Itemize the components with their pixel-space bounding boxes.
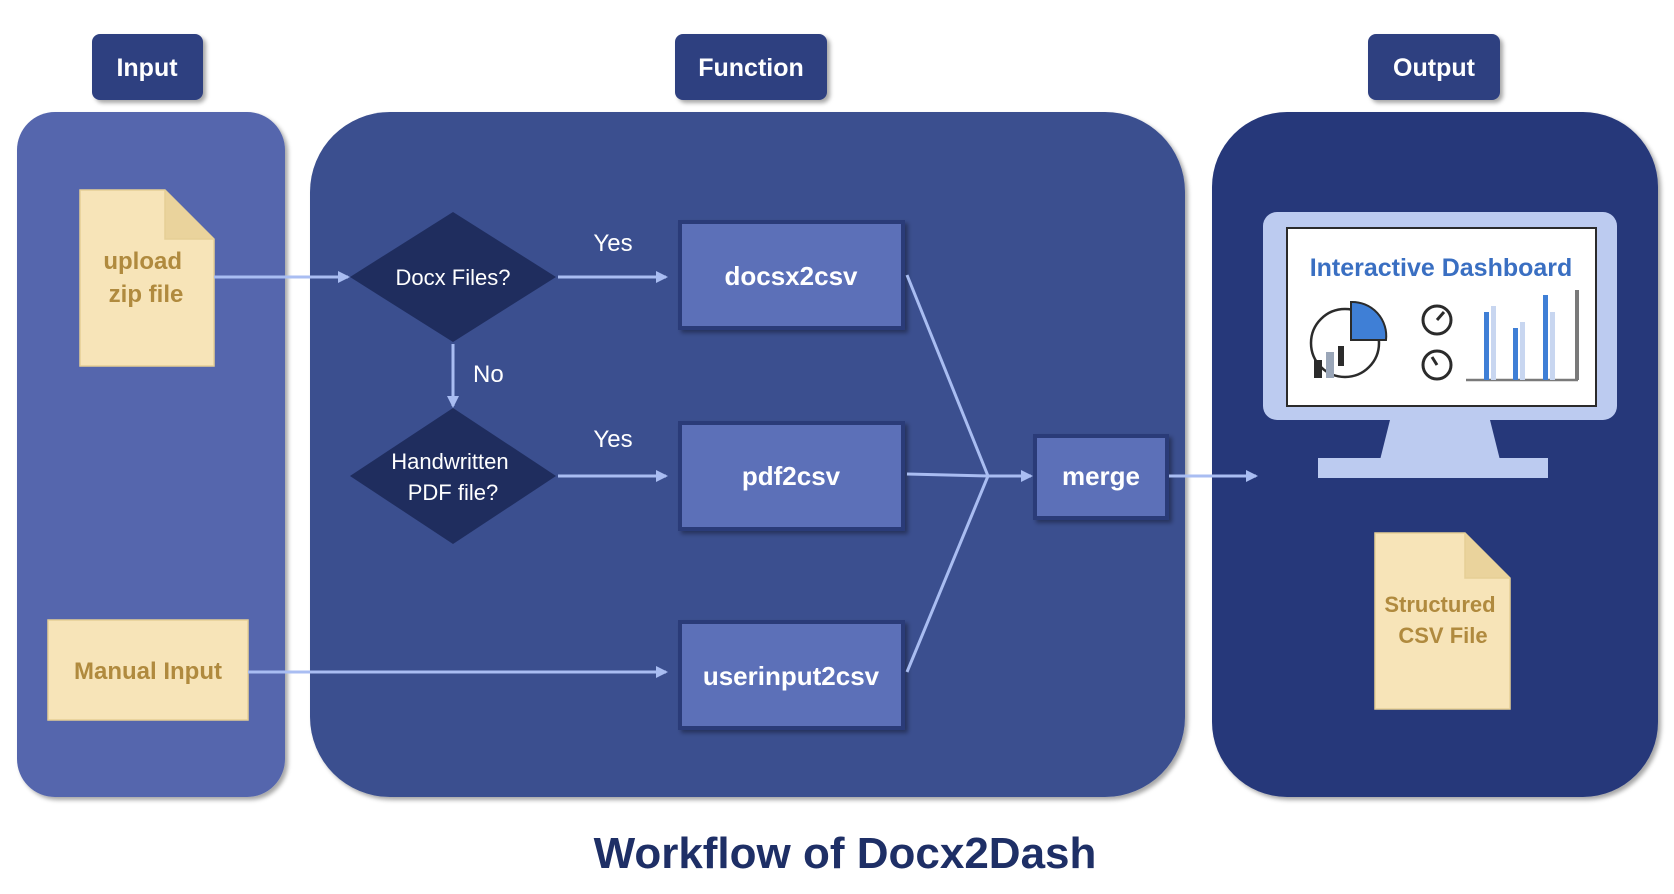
- structured-csv-note: Structured CSV File: [1374, 532, 1511, 710]
- pdf-yes-label: Yes: [593, 426, 632, 453]
- handwritten-line-1: Handwritten: [391, 449, 508, 474]
- docx-decision-label: Docx Files?: [396, 265, 511, 290]
- merge-label: merge: [1062, 461, 1140, 491]
- csv-note-line-1: Structured: [1384, 592, 1495, 617]
- docx-no-label: No: [473, 361, 504, 388]
- input-header-label: Input: [116, 54, 178, 82]
- manual-input-label: Manual Input: [74, 658, 222, 685]
- bar-chart-icon: [1466, 290, 1579, 382]
- line-docx2csv-to-merge: [905, 274, 990, 477]
- dashboard-monitor: Interactive Dashboard: [1263, 212, 1617, 478]
- userinput2csv-box: userinput2csv: [678, 620, 905, 730]
- docx2csv-box: docsx2csv: [678, 220, 905, 330]
- pie-chart-icon: [1309, 300, 1388, 379]
- pdf2csv-box: pdf2csv: [678, 421, 905, 531]
- merge-box: merge: [1033, 434, 1169, 520]
- input-header: Input: [92, 34, 203, 100]
- connectors: [214, 271, 1258, 678]
- docx-decision: Docx Files?: [350, 212, 556, 342]
- userinput2csv-label: userinput2csv: [703, 661, 880, 691]
- line-userinput2csv-to-merge: [905, 475, 990, 673]
- dashboard-title: Interactive Dashboard: [1310, 254, 1573, 282]
- function-header: Function: [675, 34, 827, 100]
- handwritten-line-2: PDF file?: [408, 480, 498, 505]
- svg-text:Handwritten PDF file?: Handwritten PDF file?: [391, 449, 515, 505]
- gauge-icon: [1421, 304, 1453, 381]
- csv-note-line-2: CSV File: [1398, 623, 1487, 648]
- upload-zip-note: upload zip file: [79, 189, 215, 367]
- upload-zip-line-1: upload: [103, 248, 182, 275]
- docx2csv-label: docsx2csv: [725, 261, 859, 291]
- svg-text:Structured CSV File: Structured CSV File: [1384, 592, 1501, 648]
- output-header-label: Output: [1393, 54, 1476, 82]
- docx-yes-label: Yes: [593, 230, 632, 257]
- handwritten-decision: Handwritten PDF file?: [350, 408, 556, 544]
- pdf2csv-label: pdf2csv: [742, 461, 841, 491]
- function-header-label: Function: [698, 54, 804, 82]
- manual-input-note: Manual Input: [47, 619, 249, 721]
- upload-zip-line-2: zip file: [109, 281, 184, 308]
- svg-text:upload zip file: upload zip file: [103, 248, 188, 308]
- output-header: Output: [1368, 34, 1500, 100]
- line-pdf2csv-to-merge: [906, 472, 989, 478]
- diagram-title: Workflow of Docx2Dash: [594, 829, 1097, 878]
